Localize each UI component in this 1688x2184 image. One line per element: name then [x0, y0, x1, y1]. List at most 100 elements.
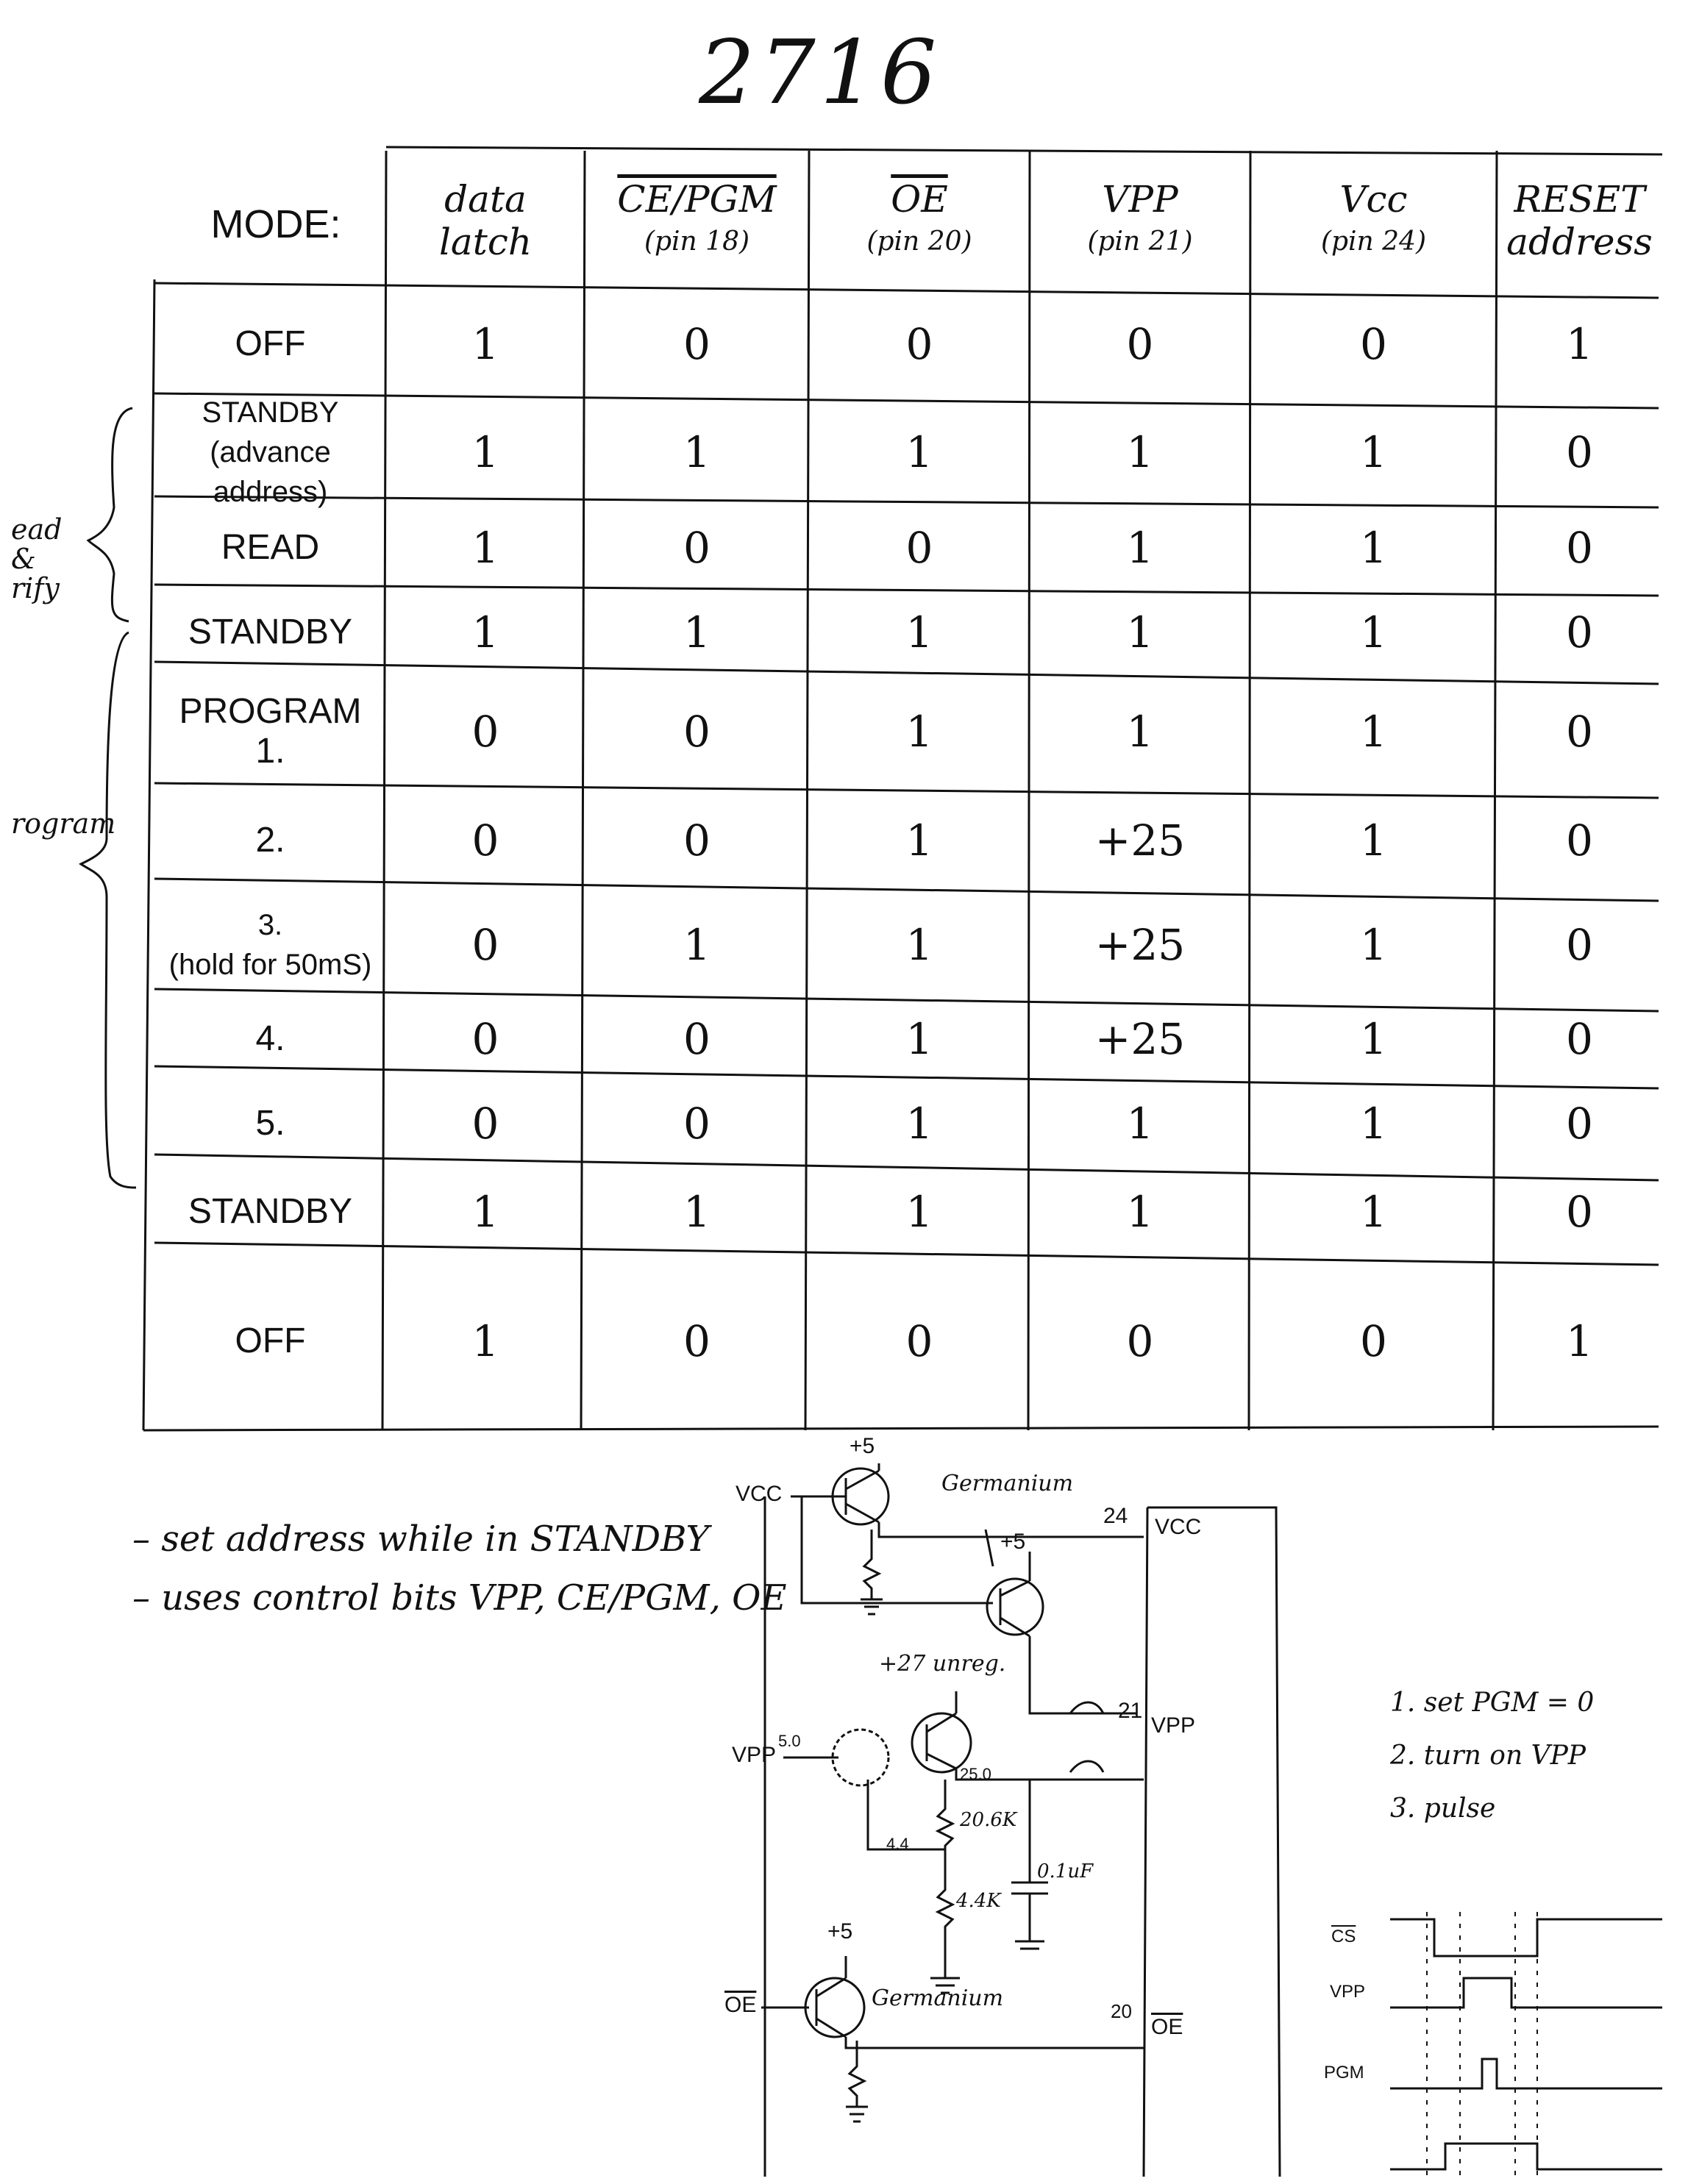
table-cell: 0 — [1566, 1098, 1593, 1149]
side-label-read-verify: ead & rify — [11, 513, 63, 604]
column-header-1: CE/PGM (pin 18) — [585, 158, 809, 283]
table-cell: 0 — [683, 1098, 711, 1149]
table-cell: 1 — [1360, 1013, 1387, 1064]
page-title: 2716 — [699, 22, 941, 124]
pin20-label: 20 — [1111, 2000, 1132, 2022]
table-cell: 1 — [905, 1098, 933, 1149]
note-control-bits: – uses control bits VPP, CE/PGM, OE — [132, 1577, 787, 1619]
table-cell: 0 — [905, 523, 933, 573]
table-cell: 1 — [905, 707, 933, 757]
table-cell: 0 — [683, 815, 711, 866]
plus5-label: +5 — [850, 1434, 875, 1458]
pin24-label: 24 — [1103, 1504, 1128, 1528]
table-cell: 0 — [1566, 607, 1593, 657]
row-mode-label: STANDBY — [188, 1191, 353, 1231]
column-header-label: VPP — [1102, 178, 1178, 221]
unreg-supply-label: +27 unreg. — [879, 1651, 1006, 1677]
table-cell: +25 — [1094, 1013, 1186, 1064]
plus5-label-b: +5 — [1000, 1530, 1026, 1554]
table-cell: 1 — [471, 607, 499, 657]
column-header-label: data latch — [438, 178, 533, 263]
timing-label-cs: CS — [1331, 1927, 1356, 1946]
column-header-4: Vcc(pin 24) — [1250, 158, 1497, 283]
table-cell: 1 — [471, 1316, 499, 1366]
table-cell: 1 — [1360, 815, 1387, 866]
table-cell: 1 — [905, 1013, 933, 1064]
vpp-input-label: VPP — [732, 1743, 777, 1767]
table-cell: 0 — [471, 1098, 499, 1149]
row-mode-label: 4. — [255, 1018, 285, 1058]
column-header-3: VPP(pin 21) — [1030, 158, 1250, 283]
row-mode-label: 3. (hold for 50mS) — [168, 909, 372, 981]
table-cell: 0 — [471, 707, 499, 757]
plus5-label-c: +5 — [827, 1919, 853, 1944]
table-cell: 0 — [683, 1316, 711, 1366]
row-mode-label: READ — [221, 528, 320, 567]
table-cell: 1 — [471, 1186, 499, 1237]
table-cell: 1 — [1126, 707, 1154, 757]
table-cell: 1 — [1566, 318, 1593, 369]
voltage-44-label: 4.4 — [886, 1835, 909, 1853]
table-cell: 0 — [1360, 318, 1387, 369]
table-cell: 1 — [1360, 1098, 1387, 1149]
table-cell: 1 — [1360, 707, 1387, 757]
mode-header: MODE: — [210, 202, 341, 246]
voltage-5-label: 5.0 — [778, 1732, 801, 1750]
row-mode-label: 5. — [255, 1103, 285, 1143]
table-cell: 1 — [905, 920, 933, 970]
table-cell: +25 — [1094, 815, 1186, 866]
pin21-label: 21 — [1118, 1699, 1143, 1723]
row-mode-label: STANDBY — [188, 613, 353, 652]
capacitor-label: 0.1uF — [1037, 1860, 1094, 1883]
table-cell: 0 — [683, 1013, 711, 1064]
row-mode-label: OFF — [235, 1321, 306, 1360]
table-cell: 1 — [471, 523, 499, 573]
table-cell: 1 — [905, 427, 933, 477]
column-header-pin: (pin 20) — [866, 226, 972, 257]
table-cell: 0 — [683, 707, 711, 757]
column-header-label: CE/PGM — [617, 178, 777, 221]
vcc-input-label: VCC — [736, 1482, 783, 1506]
column-header-2: OE(pin 20) — [809, 158, 1030, 283]
table-cell: 0 — [1566, 523, 1593, 573]
resistor-4k-label: 4.4K — [956, 1890, 1001, 1912]
table-cell: 1 — [1360, 920, 1387, 970]
table-cell: 0 — [1360, 1316, 1387, 1366]
table-cell: 1 — [1126, 427, 1154, 477]
note-set-address: – set address while in STANDBY — [132, 1519, 710, 1560]
column-header-pin: (pin 18) — [644, 226, 750, 257]
table-cell: 1 — [1360, 607, 1387, 657]
table-cell: 1 — [1126, 607, 1154, 657]
oe-output-label: OE — [1151, 2015, 1183, 2039]
table-cell: 1 — [1566, 1316, 1593, 1366]
timing-label-vpp: VPP — [1330, 1982, 1366, 2002]
table-cell: 1 — [683, 920, 711, 970]
table-cell: 1 — [1126, 523, 1154, 573]
table-cell: 0 — [1126, 1316, 1154, 1366]
table-cell: 0 — [1566, 920, 1593, 970]
table-cell: 1 — [1360, 523, 1387, 573]
table-cell: 0 — [471, 1013, 499, 1064]
table-cell: 1 — [683, 427, 711, 477]
column-header-label: RESET address — [1506, 178, 1653, 263]
table-cell: 1 — [471, 318, 499, 369]
table-cell: 1 — [905, 1186, 933, 1237]
germanium-label: Germanium — [941, 1471, 1074, 1496]
table-cell: 0 — [1566, 707, 1593, 757]
column-header-5: RESET address — [1497, 158, 1662, 283]
table-cell: 0 — [1566, 1013, 1593, 1064]
column-header-0: data latch — [386, 158, 585, 283]
table-cell: 1 — [471, 427, 499, 477]
timing-label-pgm: PGM — [1324, 2063, 1364, 2083]
table-cell: +25 — [1094, 920, 1186, 970]
table-cell: 1 — [1126, 1098, 1154, 1149]
column-header-pin: (pin 24) — [1320, 226, 1427, 257]
germanium-label-b: Germanium — [872, 1985, 1004, 2011]
vcc-output-label: VCC — [1155, 1515, 1202, 1539]
voltage-25-label: 25.0 — [960, 1765, 991, 1783]
table-cell: 1 — [905, 815, 933, 866]
table-cell: 0 — [905, 318, 933, 369]
table-cell: 1 — [1126, 1186, 1154, 1237]
